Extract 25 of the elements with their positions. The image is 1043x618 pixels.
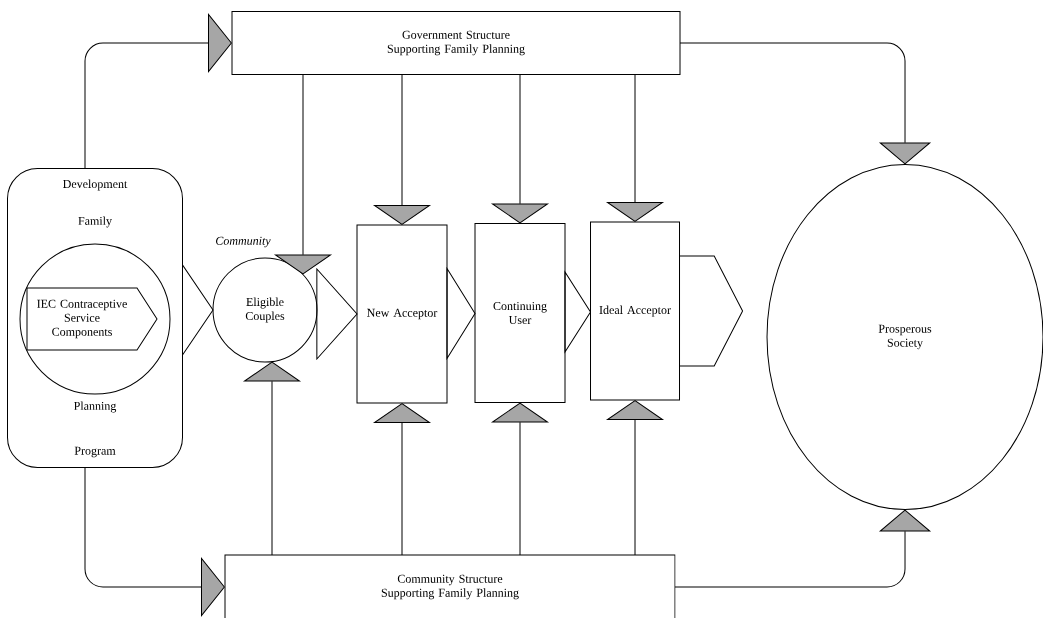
arrow xyxy=(316,268,358,360)
arrow xyxy=(446,268,476,359)
arrow xyxy=(607,74,663,222)
arrow xyxy=(674,509,931,588)
process-box: Ideal Acceptor xyxy=(590,221,680,401)
process-box: Continuing User xyxy=(474,223,566,403)
arrow xyxy=(564,271,591,353)
process-box: New Acceptor xyxy=(356,224,448,404)
arrow xyxy=(84,13,232,169)
structure-box: Community Structure Supporting Family Planning xyxy=(224,554,676,618)
structure-box: Government Structure Supporting Family Planning xyxy=(231,11,681,75)
arrow xyxy=(244,361,300,556)
pentagon-arrow-box: IEC Contraceptive Service Components xyxy=(26,287,158,351)
arrow xyxy=(275,74,331,275)
arrow xyxy=(182,264,214,356)
arrow xyxy=(607,400,663,556)
arrow xyxy=(374,74,430,225)
arrow xyxy=(84,467,225,617)
circle xyxy=(19,243,171,395)
arrow xyxy=(492,402,548,556)
arrow xyxy=(679,42,931,165)
arrow xyxy=(679,255,744,367)
arrow xyxy=(374,403,430,556)
node-label: Community xyxy=(216,236,271,248)
arrow xyxy=(492,74,548,224)
